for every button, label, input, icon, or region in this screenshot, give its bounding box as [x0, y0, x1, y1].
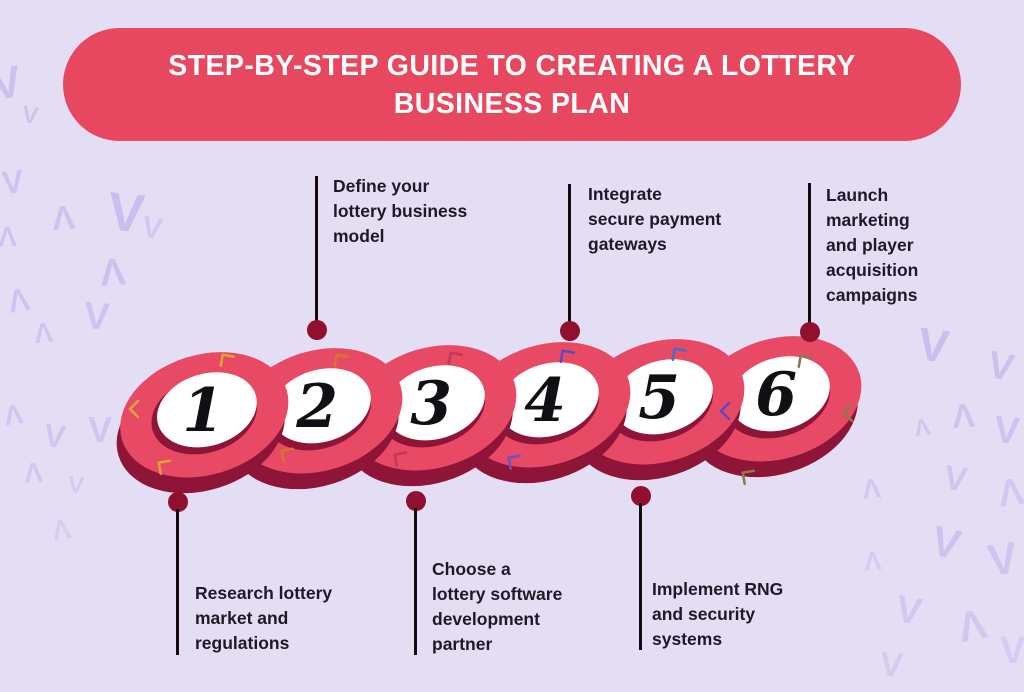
ring-accent: [388, 446, 408, 468]
v-decoration: V: [22, 456, 44, 489]
step-label-6: Launch marketing and player acquisition …: [826, 185, 919, 305]
v-decoration: V: [953, 599, 991, 652]
v-decoration: V: [862, 545, 883, 577]
ring-accent: [502, 449, 522, 471]
step-number-1: 1: [182, 375, 224, 446]
title-line-1: STEP-BY-STEP GUIDE TO CREATING A LOTTERY: [168, 49, 856, 82]
v-decoration: V: [995, 468, 1024, 514]
v-decoration: V: [991, 408, 1022, 454]
connector-dot-4: [560, 321, 580, 341]
step-label-3: Choose a lottery software development pa…: [432, 559, 563, 654]
ring-accent: [842, 404, 854, 422]
v-decoration: V: [49, 512, 74, 547]
connector-dot-3: [406, 491, 426, 511]
step-label-4: Integrate secure payment gateways: [588, 184, 722, 254]
v-decoration: V: [41, 416, 68, 456]
v-decoration: V: [82, 295, 111, 339]
v-decoration: V: [950, 395, 976, 435]
connector-line-5: [639, 503, 642, 650]
ring-accent: [736, 464, 756, 486]
ring-accent: [152, 454, 172, 476]
step-label-2: Define your lottery business model: [333, 176, 468, 246]
v-decoration: V: [32, 316, 55, 349]
ring-accent: [128, 400, 140, 418]
ring-accent: [719, 402, 731, 420]
v-decoration: V: [983, 343, 1018, 391]
v-decoration: V: [984, 533, 1021, 586]
v-decoration: V: [914, 317, 953, 373]
v-decoration: V: [892, 588, 925, 634]
ring-accent: [275, 442, 295, 464]
connector-dot-6: [800, 322, 820, 342]
ring-accent: [666, 342, 688, 362]
v-decoration: V: [66, 471, 86, 500]
v-decoration: V: [940, 458, 970, 500]
v-decoration: V: [0, 220, 18, 253]
connector-dot-2: [307, 320, 327, 340]
connector-dot-5: [631, 486, 651, 506]
v-decoration: V: [88, 409, 113, 450]
v-decoration: V: [911, 411, 933, 442]
step-ring-1: 1: [100, 332, 305, 514]
title-banner: STEP-BY-STEP GUIDE TO CREATING A LOTTERY…: [63, 28, 961, 141]
v-decoration: V: [0, 162, 26, 202]
step-label-5: Implement RNG and security systems: [652, 579, 784, 649]
v-decoration: V: [926, 516, 966, 569]
connector-dot-1: [168, 492, 188, 512]
connector-line-1: [176, 509, 179, 655]
v-decoration: V: [0, 56, 27, 111]
v-decoration: V: [20, 101, 40, 130]
step-label-1: Research lottery market and regulations: [195, 583, 333, 653]
ring-accent: [554, 344, 576, 364]
v-decoration: V: [98, 249, 127, 293]
v-decoration: V: [878, 644, 905, 686]
connector-line-6: [808, 183, 811, 324]
ring-accent: [792, 349, 814, 369]
ring-accent: [214, 348, 236, 368]
v-decoration: V: [139, 210, 165, 247]
v-decoration: V: [1000, 630, 1024, 672]
v-decoration: V: [860, 472, 883, 505]
ring-accent: [442, 346, 464, 366]
connector-line-3: [414, 508, 417, 655]
title-line-2: BUSINESS PLAN: [393, 87, 631, 120]
v-decoration: V: [2, 397, 25, 432]
ring-accent: [328, 348, 350, 368]
connector-line-2: [315, 176, 318, 322]
v-decoration: V: [50, 197, 76, 237]
v-decoration: V: [5, 280, 33, 320]
connector-line-4: [568, 184, 571, 323]
